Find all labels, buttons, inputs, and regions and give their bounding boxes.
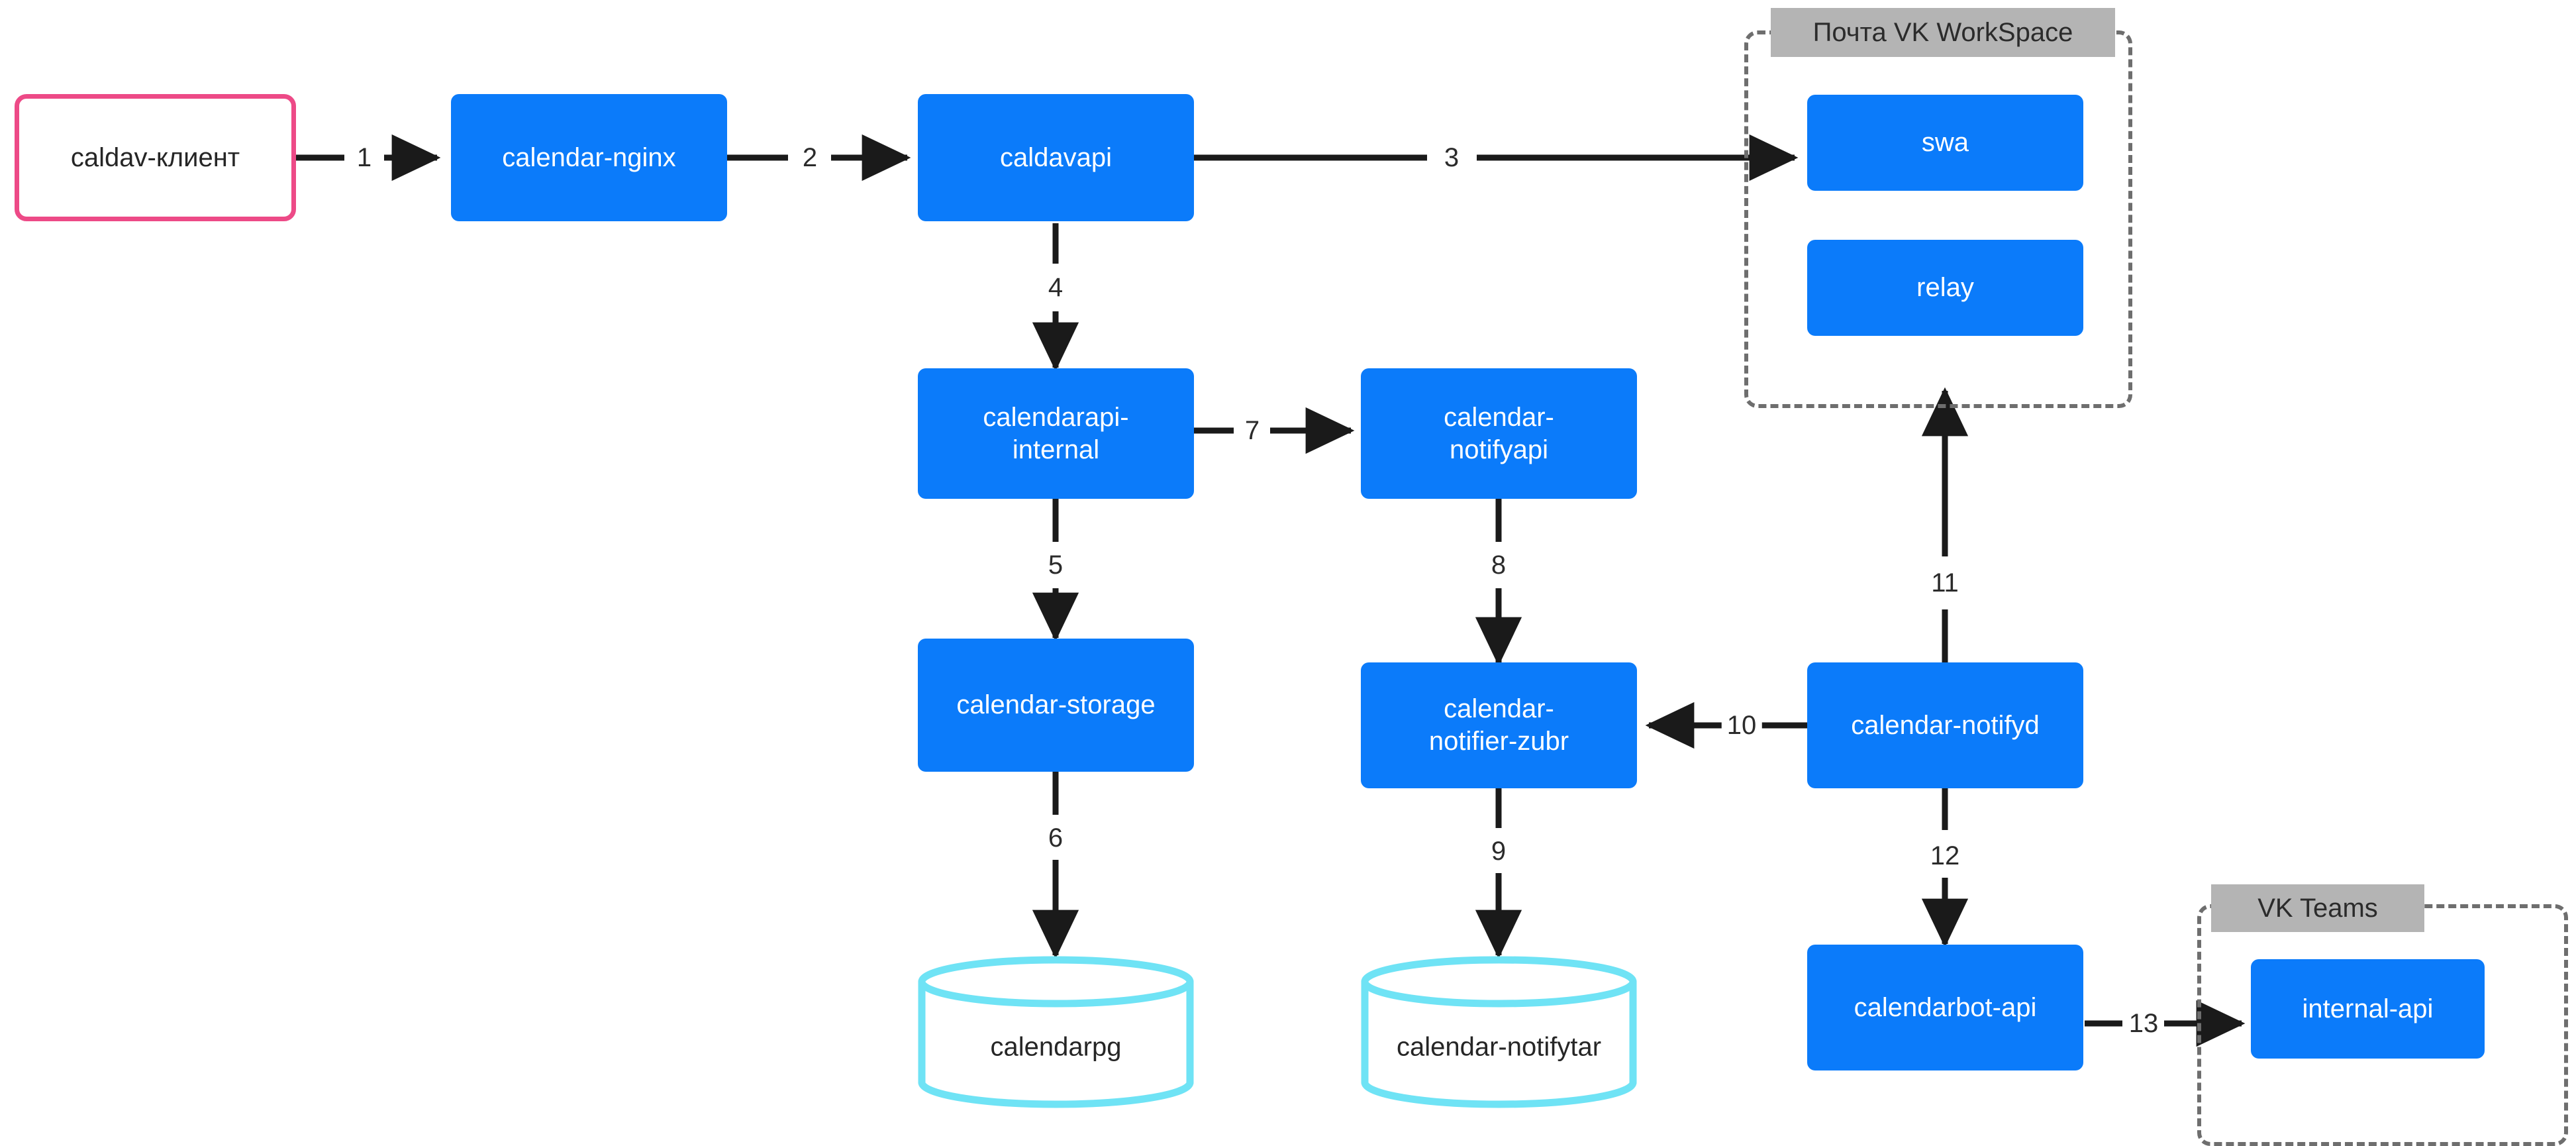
- cylinder-shape-calendarpg: [918, 956, 1194, 1108]
- node-label-calendar-notifytar: calendar-notifytar: [1396, 1032, 1602, 1062]
- edge-label-13: 13: [2123, 1010, 2164, 1037]
- node-calendarapi-internal[interactable]: calendarapi- internal: [918, 368, 1194, 499]
- group-title-vk-teams: VK Teams: [2211, 884, 2424, 932]
- node-caldavapi[interactable]: caldavapi: [918, 94, 1194, 221]
- node-relay[interactable]: relay: [1807, 240, 2083, 336]
- edge-label-9: 9: [1485, 838, 1512, 864]
- edge-label-8: 8: [1485, 552, 1512, 578]
- group-box-pochta-vk-workspace: [1744, 30, 2132, 408]
- node-calendarpg[interactable]: calendarpg: [918, 956, 1194, 1108]
- edge-label-2: 2: [797, 144, 823, 171]
- cylinder-shape-calendar-notifytar: [1361, 956, 1637, 1108]
- node-calendar-notifytar[interactable]: calendar-notifytar: [1361, 956, 1637, 1108]
- edge-label-5: 5: [1042, 552, 1069, 578]
- edge-label-11: 11: [1926, 570, 1964, 596]
- edge-label-12: 12: [1924, 843, 1965, 869]
- edge-label-7: 7: [1239, 417, 1265, 444]
- edge-label-10: 10: [1721, 712, 1762, 739]
- node-calendar-notifier-zubr[interactable]: calendar- notifier-zubr: [1361, 662, 1637, 788]
- node-calendar-nginx[interactable]: calendar-nginx: [451, 94, 727, 221]
- node-calendarbot-api[interactable]: calendarbot-api: [1807, 945, 2083, 1070]
- node-caldav-client[interactable]: caldav-клиент: [15, 94, 296, 221]
- edge-label-1: 1: [351, 144, 377, 171]
- node-label-calendarpg: calendarpg: [990, 1032, 1122, 1062]
- node-calendar-notifyd[interactable]: calendar-notifyd: [1807, 662, 2083, 788]
- node-calendar-notifyapi[interactable]: calendar- notifyapi: [1361, 368, 1637, 499]
- node-calendar-storage[interactable]: calendar-storage: [918, 639, 1194, 772]
- node-internal-api[interactable]: internal-api: [2251, 959, 2485, 1059]
- edge-label-4: 4: [1042, 274, 1069, 301]
- edge-label-6: 6: [1042, 825, 1069, 851]
- edge-label-3: 3: [1438, 144, 1465, 171]
- node-swa[interactable]: swa: [1807, 95, 2083, 191]
- group-title-pochta-vk-workspace: Почта VK WorkSpace: [1771, 8, 2115, 57]
